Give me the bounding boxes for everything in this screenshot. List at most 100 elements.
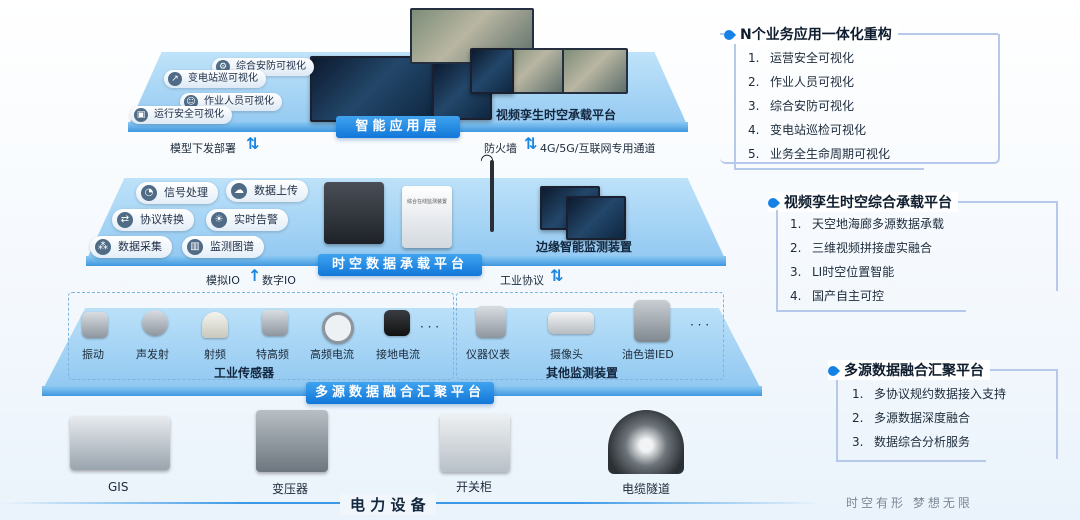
equipment-label-transformer: 变压器: [272, 482, 309, 496]
video-monitor-dark: [470, 48, 514, 94]
video-monitor-far-right: [562, 48, 628, 94]
device-label-camera: 摄像头: [550, 348, 583, 361]
list-item: 2.三维视频拼接虚实融合: [790, 241, 933, 255]
list-item: 1.多协议规约数据接入支持: [852, 387, 1007, 401]
panel1-list: 1.运营安全可视化 2.作业人员可视化 3.综合安防可视化 4.变电站巡检可视化…: [748, 46, 890, 166]
fusion-platform-band: 多源数据融合汇聚平台: [306, 382, 494, 404]
worker-icon: ☺: [184, 95, 198, 109]
panel3-bottom-rule: [836, 460, 986, 462]
edge-case-device: [324, 182, 384, 244]
industrial-protocol-label: 工业协议: [500, 274, 544, 287]
switchgear-equipment: [440, 414, 510, 472]
cloud-upload-icon: ☁: [231, 183, 247, 199]
vibration-sensor: [82, 312, 108, 338]
panel1-title: N个业务应用一体化重构: [721, 24, 898, 44]
monitoring-cabinet: 综合在线监测装置: [402, 186, 452, 248]
list-item: 4.变电站巡检可视化: [748, 123, 867, 137]
transformer-equipment: [256, 410, 328, 472]
list-item: 3.LI时空位置智能: [790, 265, 895, 279]
sensor-label-rf: 射频: [204, 348, 226, 361]
network-channel-label: 4G/5G/互联网专用通道: [540, 142, 656, 155]
sensor-label-vibration: 振动: [82, 348, 104, 361]
power-equipment-title: 电 力 设 备: [340, 494, 436, 515]
firewall-label: 防火墙: [484, 142, 517, 155]
antenna: [490, 160, 494, 232]
cabinet-label: 综合在线监测装置: [406, 199, 447, 205]
hf-current-sensor: [322, 312, 354, 344]
other-device-group-frame: [456, 292, 724, 380]
analog-io-label: 模拟IO: [206, 274, 240, 287]
list-item: 1.运营安全可视化: [748, 51, 855, 65]
signal-icon: ◔: [141, 185, 157, 201]
panel3-title: 多源数据融合汇聚平台: [825, 360, 990, 380]
share-icon: ⁂: [95, 239, 111, 255]
edge-device-label: 边缘智能监测装置: [536, 240, 633, 254]
up-arrow-icon: ↑: [248, 266, 262, 285]
up-down-arrow-icon: ⇅: [550, 266, 564, 285]
chip-data-collection: ⁂数据采集: [90, 236, 172, 258]
bullet-icon: [765, 195, 781, 211]
list-item: 1.天空地海廊多源数据承载: [790, 217, 945, 231]
sensor-label-ground-current: 接地电流: [376, 348, 420, 361]
panel1-bottom-rule: [734, 168, 924, 170]
bullet-icon: [825, 363, 841, 379]
panel2-bottom-rule: [776, 310, 966, 312]
list-item: 3.数据综合分析服务: [852, 435, 971, 449]
panel1-frame: [720, 34, 1000, 164]
panel2-title: 视频孪生时空综合承载平台: [765, 192, 958, 212]
gis-equipment: [70, 416, 170, 470]
panel3-list: 1.多协议规约数据接入支持 2.多源数据深度融合 3.数据综合分析服务: [852, 382, 1006, 454]
equipment-label-gis: GIS: [108, 480, 129, 494]
panel3-left-rule: [836, 380, 838, 460]
other-device-group-label: 其他监测装置: [546, 366, 619, 380]
up-down-arrow-icon: ⇅: [246, 134, 260, 153]
antenna-signal-icon: ◠: [480, 150, 494, 169]
chip-protocol-conversion: ⇄协议转换: [112, 209, 194, 231]
industrial-sensor-group-frame: [68, 292, 454, 380]
sensor-ellipsis: · · ·: [420, 320, 440, 334]
sensor-label-uhf: 特高频: [256, 348, 289, 361]
panel1-left-rule: [734, 44, 736, 168]
video-twin-platform-label: 视频孪生时空承载平台: [496, 108, 617, 122]
list-item: 4.国产自主可控: [790, 289, 885, 303]
data-carrier-band: 时空数据承载平台: [318, 254, 482, 276]
panel2-list: 1.天空地海廊多源数据承载 2.三维视频拼接虚实融合 3.LI时空位置智能 4.…: [790, 212, 944, 308]
application-layer-band: 智能应用层: [336, 116, 460, 138]
chip-signal-processing: ◔信号处理: [136, 182, 218, 204]
industrial-sensor-group-label: 工业传感器: [214, 366, 275, 380]
equipment-label-cable-tunnel: 电缆隧道: [622, 482, 671, 496]
equipment-label-switchgear: 开关柜: [456, 480, 493, 494]
list-item: 2.多源数据深度融合: [852, 411, 971, 425]
up-down-arrow-icon: ⇅: [524, 134, 538, 153]
sensor-label-hf-current: 高频电流: [310, 348, 354, 361]
list-item: 3.综合安防可视化: [748, 99, 855, 113]
slogan: 时空有形 梦想无限: [846, 496, 973, 510]
sensor-label-acoustic: 声发射: [136, 348, 169, 361]
device-label-oil-ied: 油色谱IED: [622, 348, 674, 361]
chip-data-upload: ☁数据上传: [226, 180, 308, 202]
edge-screen-front: [566, 196, 626, 240]
oil-chromatography-ied: [634, 300, 670, 342]
digital-io-label: 数字IO: [262, 274, 296, 287]
chart-icon: ▥: [187, 239, 203, 255]
shuffle-icon: ⇄: [117, 212, 133, 228]
list-item: 5.业务全生命周期可视化: [748, 147, 891, 161]
device-label-instrument: 仪器仪表: [466, 348, 510, 361]
rf-sensor: [202, 312, 228, 338]
list-item: 2.作业人员可视化: [748, 75, 855, 89]
chip-operation-safety: ▣运行安全可视化: [130, 106, 232, 124]
panel2-right-rule: [1056, 201, 1058, 291]
trend-icon: ↗: [168, 72, 182, 86]
panel3-right-rule: [1056, 369, 1058, 459]
camera-device: [548, 312, 594, 334]
dashboard-screen-large: [310, 56, 434, 122]
model-deploy-label: 模型下发部署: [170, 142, 236, 155]
bullet-icon: [721, 27, 737, 43]
alarm-icon: ☀: [211, 212, 227, 228]
instrument-device: [476, 306, 506, 338]
ground-current-sensor: [384, 310, 410, 336]
cable-tunnel-equipment: [608, 410, 684, 474]
chip-substation-inspection: ↗变电站巡可视化: [164, 70, 266, 88]
shield-icon: ▣: [134, 108, 148, 122]
chip-real-time-alarm: ☀实时告警: [206, 209, 288, 231]
